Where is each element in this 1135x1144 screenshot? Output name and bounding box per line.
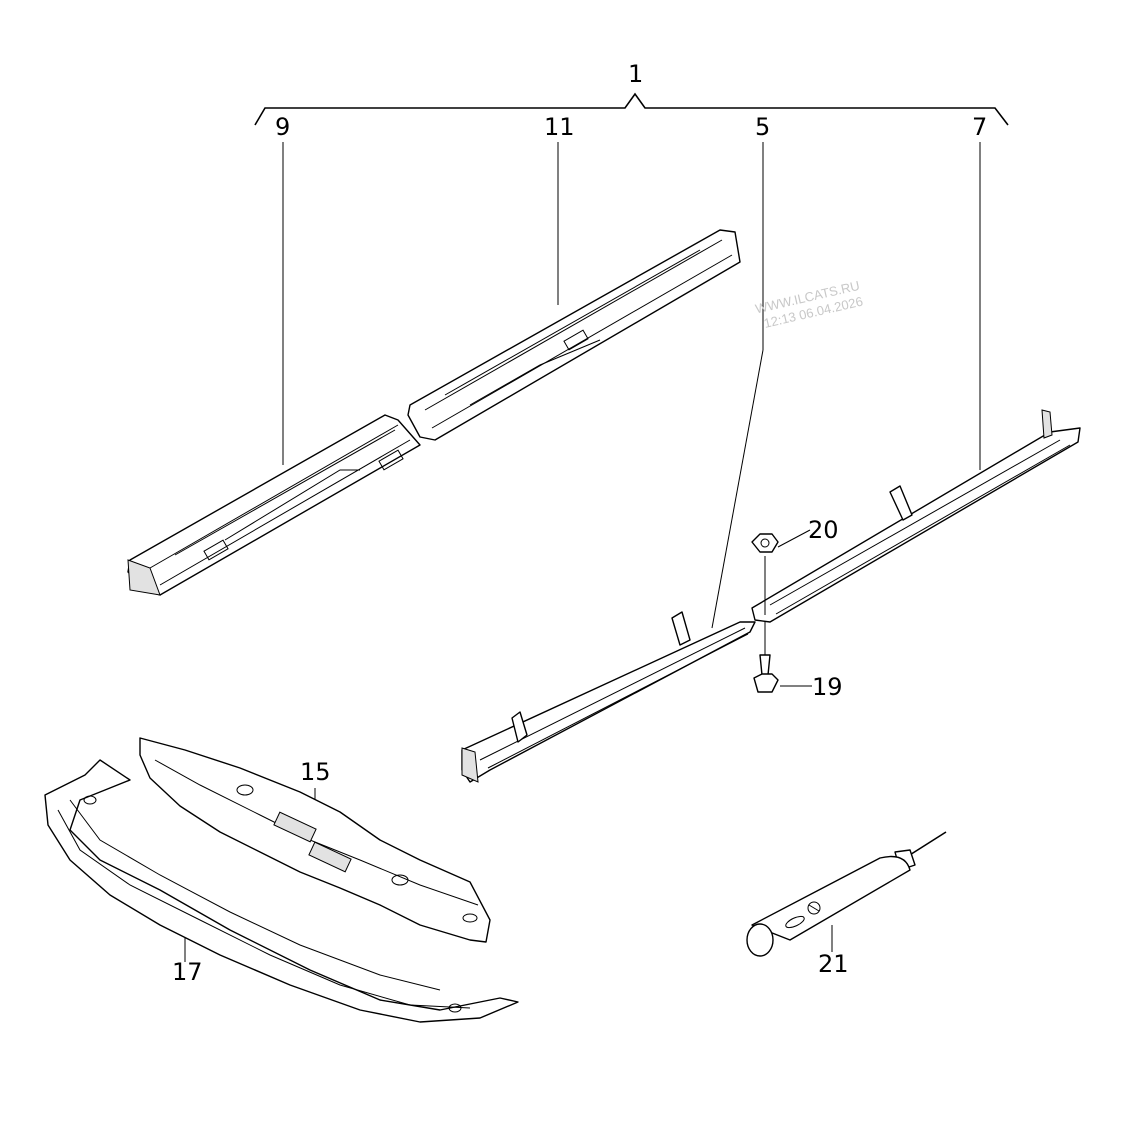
callout-5: 5 [755, 113, 770, 141]
underbody-shield-part-17 [44, 759, 519, 1023]
callout-7: 7 [972, 113, 987, 141]
tube-part-21 [746, 831, 947, 957]
nut-part-20 [751, 533, 779, 615]
assembly-1-bracket [254, 92, 1009, 126]
callout-1: 1 [628, 60, 643, 88]
callout-19: 19 [812, 673, 843, 701]
callout-9: 9 [275, 113, 290, 141]
callout-15: 15 [300, 758, 331, 786]
callout-20: 20 [808, 516, 839, 544]
callout-labels: 1 9 11 5 7 20 19 15 17 21 [172, 60, 987, 986]
underbody-panel-part-15 [139, 737, 491, 943]
sill-strip-part-7 [751, 409, 1081, 623]
callout-11: 11 [544, 113, 575, 141]
screw-part-19 [753, 622, 779, 693]
sill-trim-part-9 [127, 414, 421, 596]
callout-21: 21 [818, 950, 849, 978]
sill-strip-part-5 [461, 611, 756, 783]
leader-20 [777, 529, 811, 548]
leader-5b [711, 349, 764, 629]
callout-17: 17 [172, 958, 203, 986]
leader-lines [184, 142, 981, 962]
watermark: WWW.ILCATS.RU 12:13 06.04.2026 [754, 278, 864, 331]
sill-trim-part-11 [407, 229, 741, 441]
